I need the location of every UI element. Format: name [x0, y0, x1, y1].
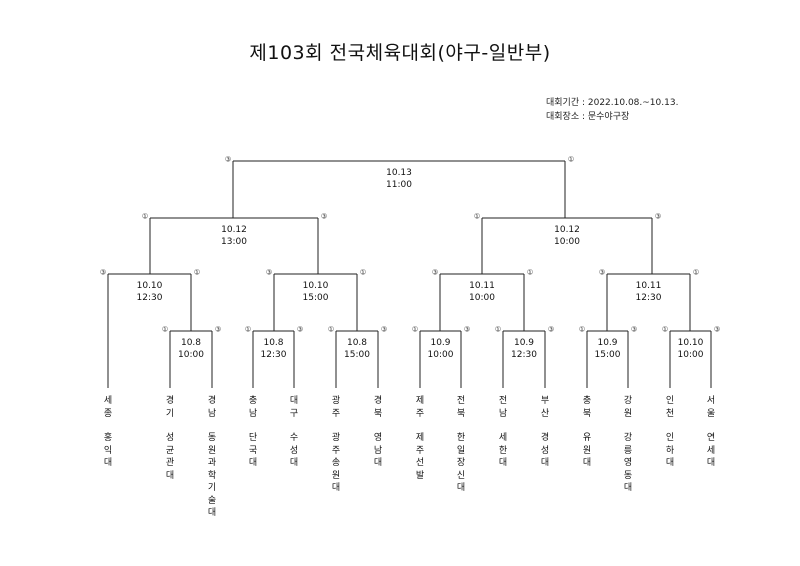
first-round-1-left-score: ①	[161, 325, 169, 334]
quarterfinal-3-time: 10:00	[469, 293, 495, 303]
first-round-3-right-score: ③	[380, 325, 388, 334]
first-round-1-right-score: ③	[214, 325, 222, 334]
first-round-5-left-score: ①	[494, 325, 502, 334]
quarterfinal-3-date: 10.11	[469, 281, 495, 291]
quarterfinal-1-right-score: ①	[193, 268, 201, 277]
final-right-score: ①	[567, 155, 575, 164]
team-region: 충 북	[582, 396, 592, 419]
first-round-3-date: 10.8	[346, 338, 368, 348]
first-round-1-time: 10:00	[178, 350, 204, 360]
team-region: 광 주	[331, 396, 341, 419]
final-left-score: ③	[224, 155, 232, 164]
team-school: 홍 익 대	[103, 433, 113, 468]
team-school: 한 일 장 신 대	[456, 433, 466, 493]
first-round-5-right-score: ③	[547, 325, 555, 334]
first-round-4-left-score: ①	[411, 325, 419, 334]
team-school: 세 한 대	[498, 433, 508, 468]
page-title: 제103회 전국체육대회(야구-일반부)	[249, 42, 551, 64]
tournament-venue: 대회장소 : 문수야구장	[546, 112, 630, 122]
team-school: 단 국 대	[248, 433, 258, 468]
team-region: 부 산	[540, 396, 550, 419]
team-region: 서 울	[706, 396, 716, 419]
first-round-4-time: 10:00	[427, 350, 454, 360]
quarterfinal-4-left-score: ③	[598, 268, 606, 277]
quarterfinal-3-right-score: ①	[526, 268, 534, 277]
first-round-7-left-score: ①	[661, 325, 669, 334]
semifinal-1-right-score: ③	[320, 212, 328, 221]
first-round-2-left-score: ①	[244, 325, 252, 334]
first-round-2-right-score: ③	[296, 325, 304, 334]
quarterfinal-4-date: 10.11	[635, 281, 662, 291]
first-round-5-date: 10.9	[513, 338, 535, 348]
semifinal-1-date: 10.12	[221, 225, 247, 235]
quarterfinal-3-left-score: ③	[431, 268, 439, 277]
semifinal-1-time: 13:00	[221, 237, 247, 247]
first-round-6-date: 10.9	[597, 338, 618, 348]
first-round-1-date: 10.8	[180, 338, 202, 348]
first-round-3-time: 15:00	[344, 350, 370, 360]
semifinal-2-time: 10:00	[554, 237, 580, 247]
semifinal-1-left-score: ①	[141, 212, 149, 221]
first-round-3-left-score: ①	[327, 325, 335, 334]
first-round-7-date: 10.10	[677, 338, 704, 348]
semifinal-2-date: 10.12	[554, 225, 580, 235]
semifinal-2-left-score: ①	[473, 212, 481, 221]
team-region: 세 종	[103, 396, 113, 419]
team-school: 광 주 송 원 대	[331, 433, 341, 493]
quarterfinal-4-right-score: ①	[692, 268, 700, 277]
team-school: 유 원 대	[582, 433, 592, 468]
team-region: 강 원	[623, 396, 633, 419]
quarterfinal-1-left-score: ③	[99, 268, 107, 277]
team-school: 인 하 대	[665, 433, 675, 468]
final-date: 10.13	[386, 168, 412, 178]
first-round-4-right-score: ③	[463, 325, 471, 334]
quarterfinal-4-time: 12:30	[635, 293, 662, 303]
quarterfinal-1-time: 12:30	[136, 293, 163, 303]
tournament-period: 대회기간 : 2022.10.08.~10.13.	[546, 98, 679, 108]
quarterfinal-2-left-score: ③	[265, 268, 273, 277]
first-round-2-time: 12:30	[260, 350, 287, 360]
first-round-5-time: 12:30	[511, 350, 537, 360]
team-school: 연 세 대	[706, 433, 716, 468]
team-school: 동 원 과 학 기 술 대	[207, 433, 217, 518]
first-round-6-right-score: ③	[630, 325, 638, 334]
team-school: 영 남 대	[373, 433, 383, 468]
team-school: 제 주 선 발	[415, 433, 425, 481]
quarterfinal-2-time: 15:00	[302, 293, 329, 303]
quarterfinal-1-date: 10.10	[136, 281, 163, 291]
first-round-6-time: 15:00	[594, 350, 621, 360]
first-round-7-right-score: ③	[713, 325, 721, 334]
team-school: 수 성 대	[289, 433, 299, 468]
team-region: 경 북	[373, 396, 383, 419]
team-region: 전 남	[498, 396, 508, 419]
team-region: 대 구	[289, 396, 299, 419]
team-school: 강 릉 영 동 대	[623, 433, 633, 493]
team-region: 경 기	[165, 396, 175, 419]
team-school: 성 균 관 대	[165, 433, 175, 481]
semifinal-2-right-score: ③	[654, 212, 662, 221]
team-school: 경 성 대	[540, 433, 550, 468]
first-round-4-date: 10.9	[430, 338, 451, 348]
team-region: 인 천	[665, 396, 675, 419]
final-time: 11:00	[386, 180, 412, 190]
first-round-7-time: 10:00	[677, 350, 704, 360]
first-round-6-left-score: ①	[578, 325, 586, 334]
team-region: 제 주	[415, 396, 425, 419]
team-region: 전 북	[456, 396, 466, 419]
team-region: 충 남	[248, 396, 258, 419]
quarterfinal-2-date: 10.10	[302, 281, 329, 291]
quarterfinal-2-right-score: ①	[359, 268, 367, 277]
first-round-2-date: 10.8	[263, 338, 284, 348]
team-region: 경 남	[207, 396, 217, 419]
